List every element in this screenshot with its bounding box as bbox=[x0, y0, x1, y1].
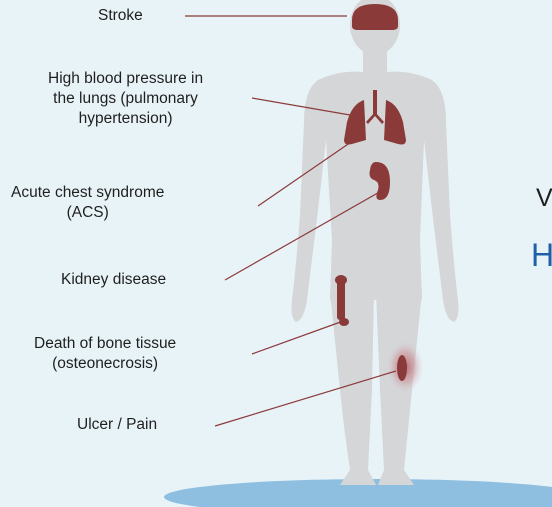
label-pulmonary-line-3: hypertension) bbox=[48, 109, 203, 129]
label-pulmonary-hypertension: High blood pressure in the lungs (pulmon… bbox=[48, 69, 203, 129]
label-ulcer-pain: Ulcer / Pain bbox=[77, 415, 157, 435]
label-acs-line-2: (ACS) bbox=[11, 203, 164, 223]
label-kidney-disease: Kidney disease bbox=[61, 270, 166, 290]
ulcer-spot-icon bbox=[386, 340, 424, 394]
clipped-heading-line-1: V bbox=[536, 182, 552, 214]
label-stroke: Stroke bbox=[98, 6, 143, 26]
label-osteonecrosis: Death of bone tissue (osteonecrosis) bbox=[34, 334, 176, 374]
brain-icon bbox=[352, 4, 398, 30]
label-pulmonary-line-1: High blood pressure in bbox=[48, 69, 203, 89]
label-osteonecrosis-line-1: Death of bone tissue bbox=[34, 334, 176, 354]
leader-line-osteonecrosis bbox=[252, 320, 346, 354]
label-pulmonary-line-2: the lungs (pulmonary bbox=[48, 89, 203, 109]
clipped-heading-line-2: H bbox=[531, 236, 552, 274]
body-silhouette bbox=[292, 0, 459, 485]
label-acs-line-1: Acute chest syndrome bbox=[11, 183, 164, 203]
label-osteonecrosis-line-2: (osteonecrosis) bbox=[34, 354, 176, 374]
label-acute-chest-syndrome: Acute chest syndrome (ACS) bbox=[11, 183, 164, 223]
